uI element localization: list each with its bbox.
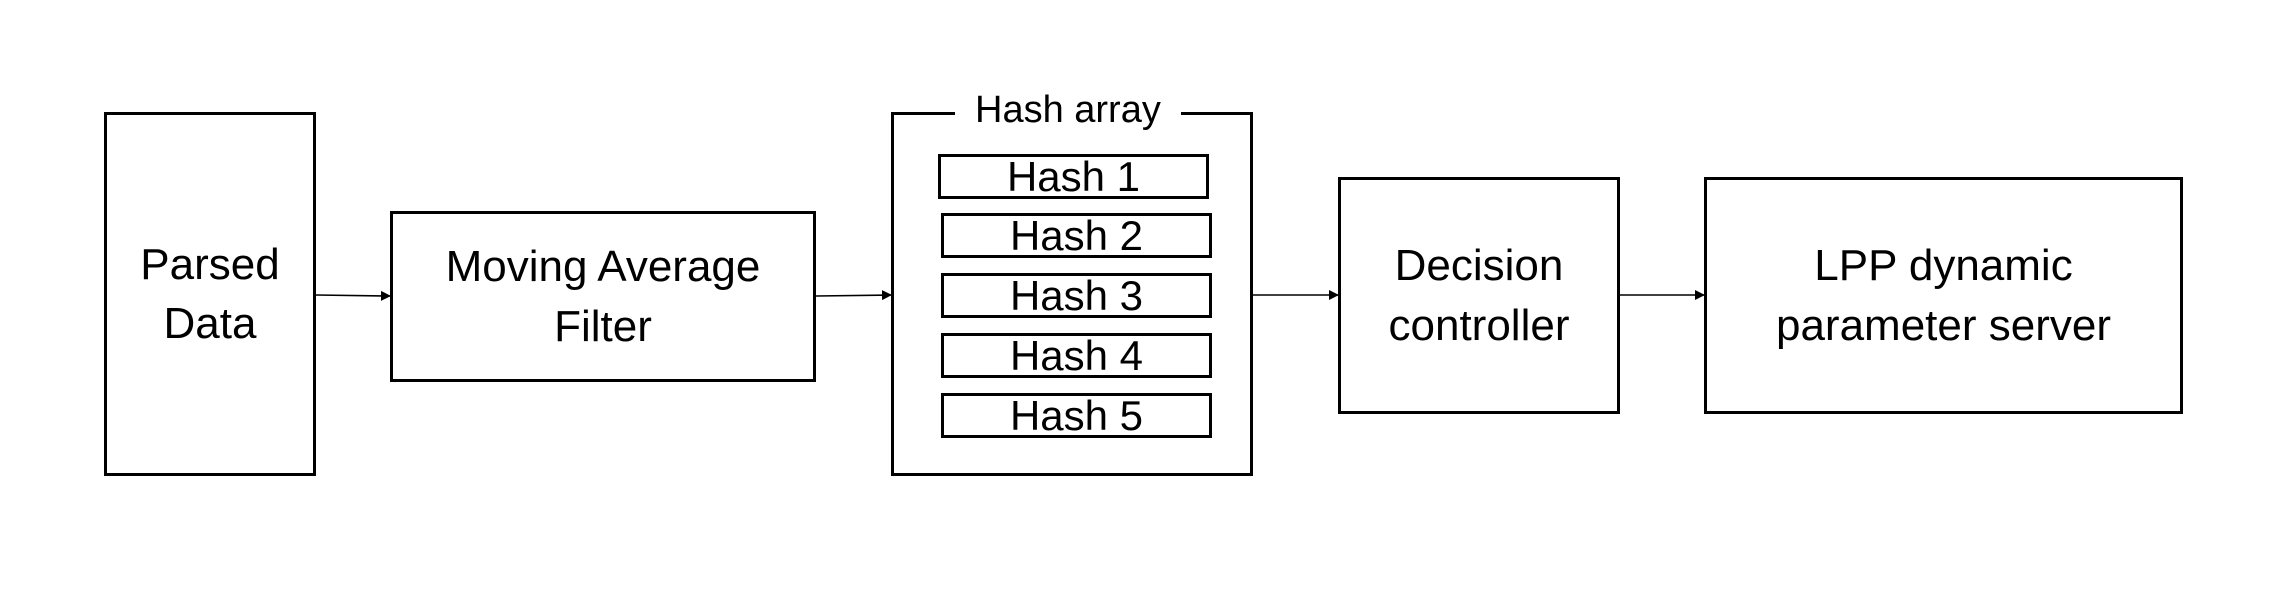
decision-controller-node: Decision controller xyxy=(1338,177,1620,414)
moving-average-filter-label: Moving Average Filter xyxy=(445,242,761,351)
moving-average-filter-node: Moving Average Filter xyxy=(390,211,816,382)
hash-item-2: Hash 2 xyxy=(941,213,1212,258)
parsed-data-label: Parsed Data xyxy=(140,239,280,348)
decision-controller-label: Decision controller xyxy=(1388,241,1570,350)
hash-item-1: Hash 1 xyxy=(938,154,1209,199)
parsed-data-node: Parsed Data xyxy=(104,112,316,476)
arrow-parsed-to-filter xyxy=(315,290,391,301)
lpp-parameter-server-node: LPP dynamic parameter server xyxy=(1704,177,2183,414)
lpp-parameter-server-label: LPP dynamic parameter server xyxy=(1775,241,2111,350)
arrow-filter-to-hash-array xyxy=(815,290,892,301)
hash-item-5: Hash 5 xyxy=(941,393,1212,438)
hash-item-4: Hash 4 xyxy=(941,333,1212,378)
hash-item-3: Hash 3 xyxy=(941,273,1212,318)
hash-array-title: Hash array xyxy=(955,88,1181,132)
